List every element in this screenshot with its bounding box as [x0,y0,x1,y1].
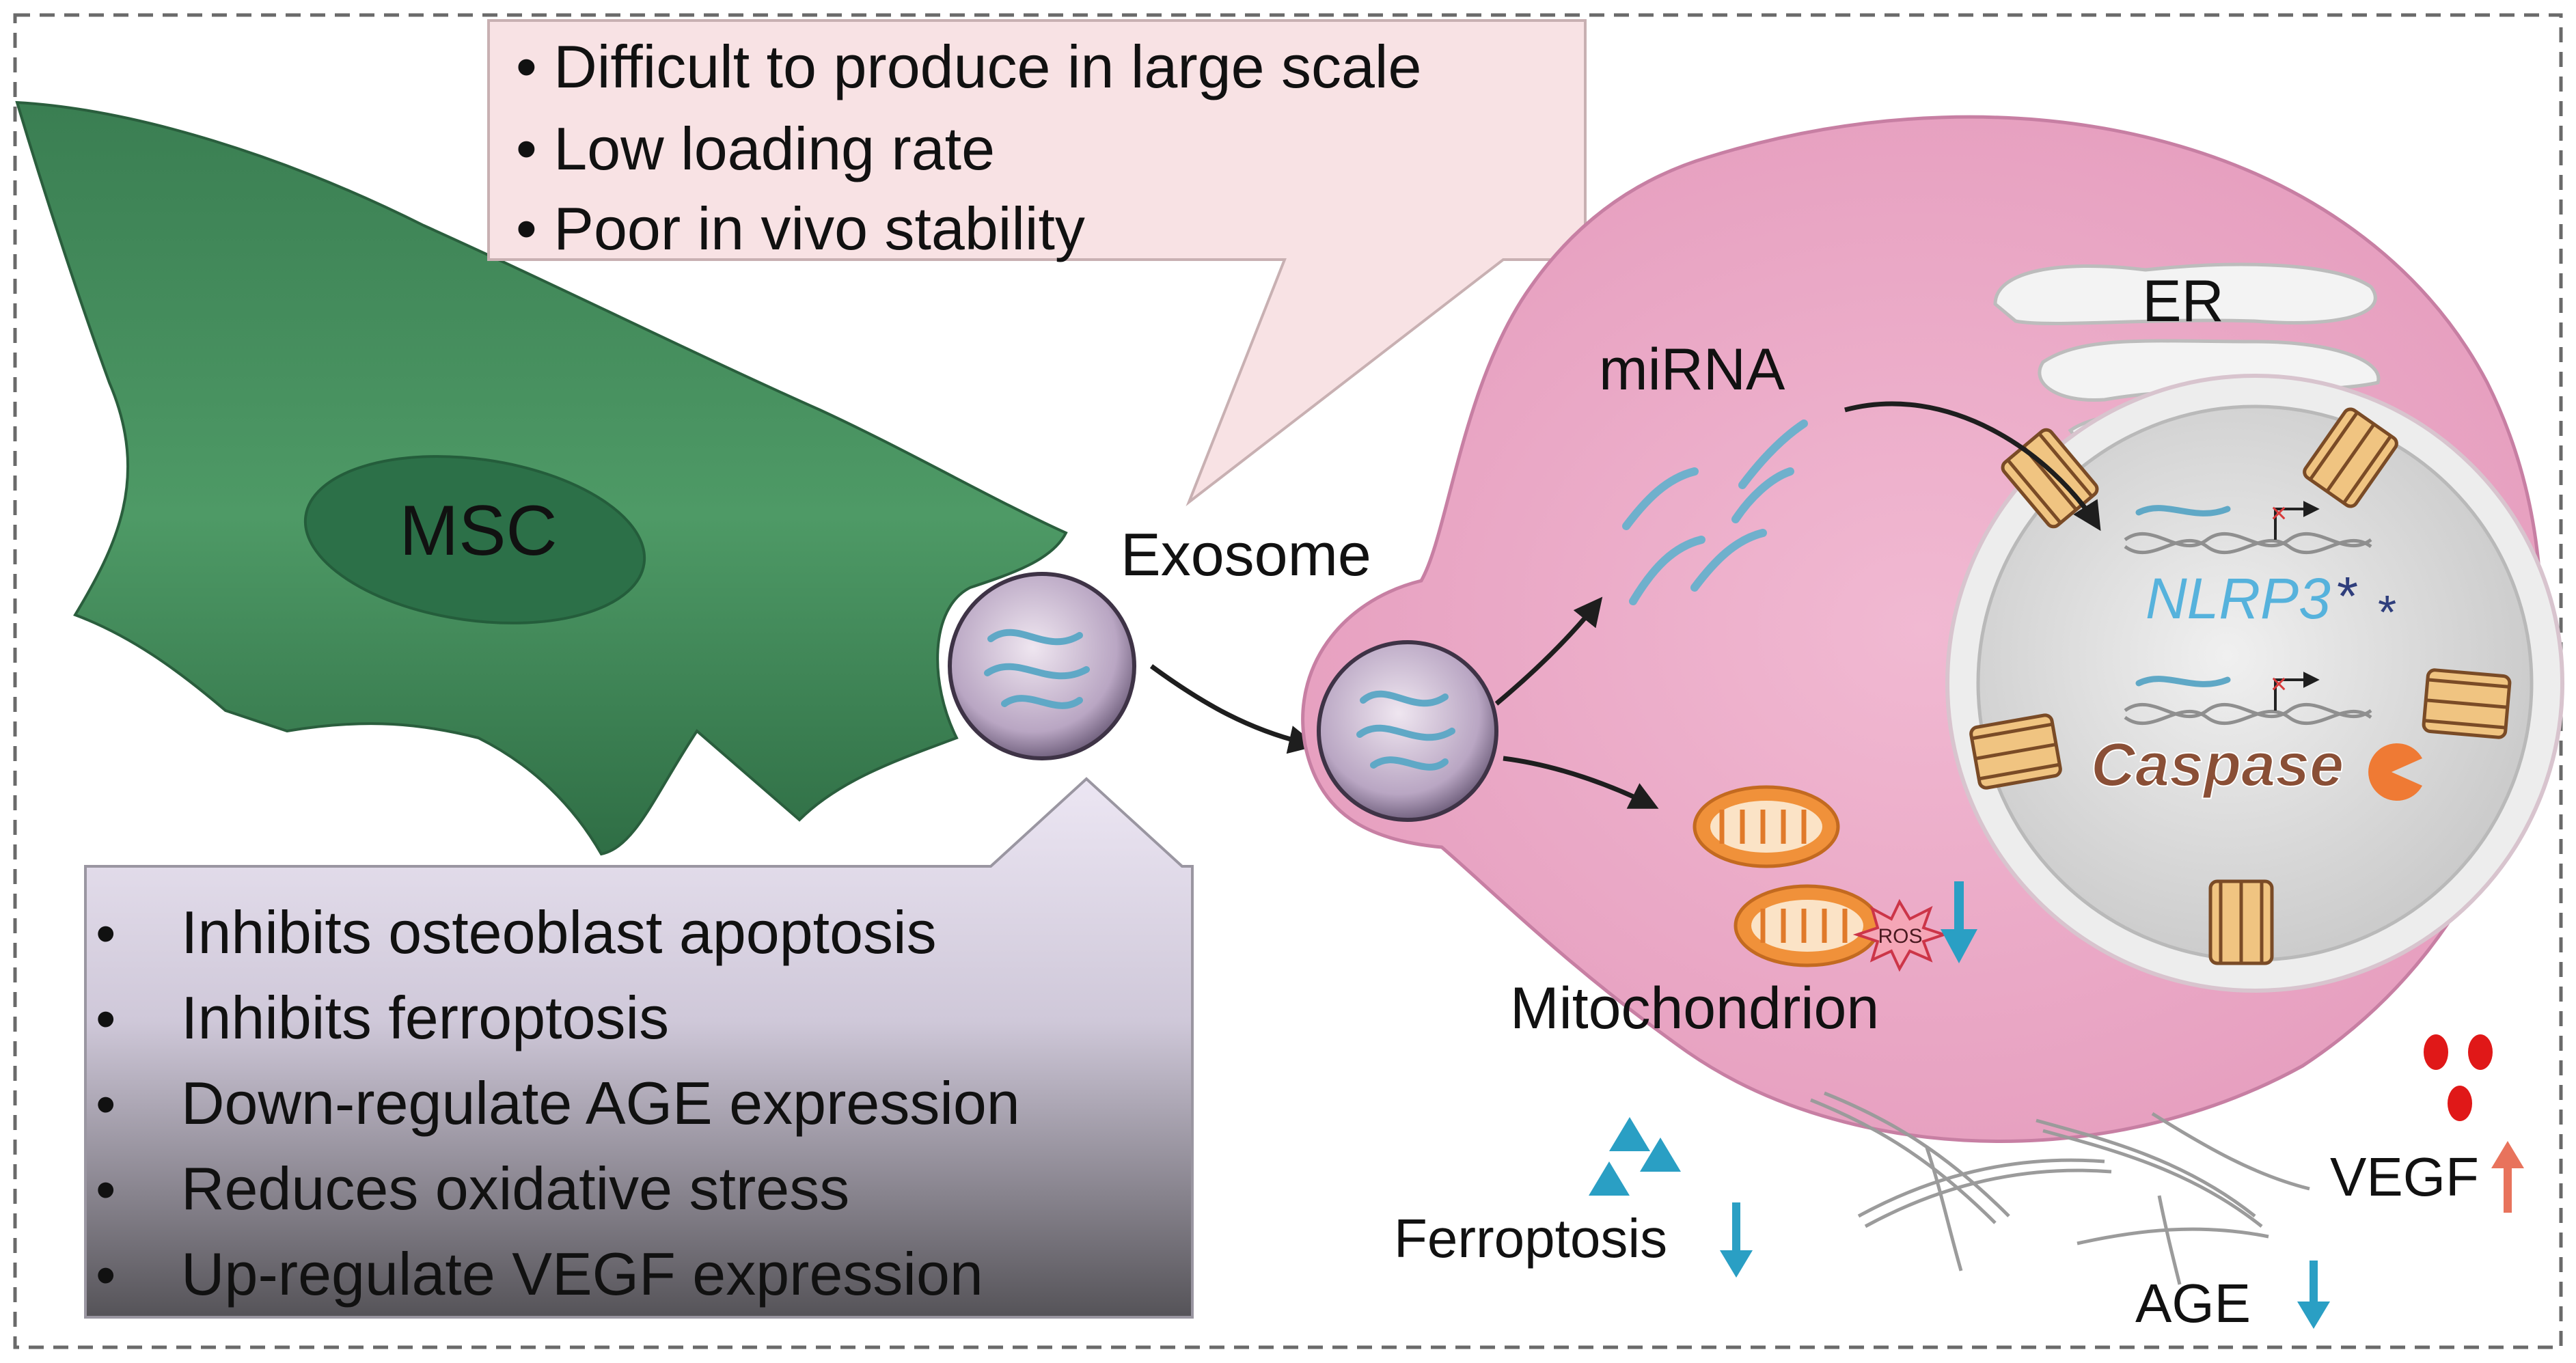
caspase-label: Caspase [2091,731,2344,799]
star-icon: * [2378,586,2396,639]
mirna-cluster [1622,419,1808,605]
ferroptosis-triangles [1589,1117,1681,1196]
exosome-vesicle-source [948,572,1136,760]
mitochondrion [1734,884,1881,967]
exosome-transfer-arrow [1149,664,1318,754]
ros-label: ROS [1878,925,1922,948]
exosome-vesicle-internalized [1317,640,1498,822]
benefit-bullet: • [96,1243,115,1307]
collagen-fiber-network [1810,1091,2310,1285]
er-label: ER [2142,269,2223,334]
mirna-to-nucleus-arrow [1844,401,2101,532]
limitation-item: • Low loading rate [516,115,995,182]
limitations-callout [487,19,1587,507]
msc-label: MSC [399,491,557,570]
benefit-bullet: • [96,987,115,1051]
mitochondrion-label: Mitochondrion [1510,976,1879,1041]
mirna-label: miRNA [1599,337,1785,402]
exosome-to-mitochondrion-arrow [1503,756,1659,809]
mirna-bound-caspase [2135,676,2231,687]
transcription-start-arrow [2274,501,2320,540]
vegf-label: VEGF [2330,1146,2479,1207]
age-label: AGE [2135,1273,2251,1334]
star-icon: * [2337,566,2358,627]
vegf-up-arrow-icon [2491,1141,2524,1213]
pacman-icon [2368,743,2422,801]
ferroptosis-down-arrow-icon [1720,1202,1753,1278]
benefit-item: Up-regulate VEGF expression [181,1240,983,1308]
mitochondrion [1693,785,1840,868]
benefits-callout [84,777,1194,1319]
benefit-item: Inhibits ferroptosis [181,984,669,1051]
mirna-bound-nlrp3 [2135,505,2231,517]
benefit-item: Down-regulate AGE expression [181,1069,1020,1137]
vegf-dots [2424,1034,2493,1121]
dna-caspase [2124,702,2372,726]
limitation-item: • Poor in vivo stability [516,195,1085,262]
msc-nucleus [303,455,646,624]
benefit-item: Reduces oxidative stress [181,1155,849,1222]
exosome-label: Exosome [1121,521,1371,588]
benefit-bullet: • [96,1072,115,1136]
exosome-to-mirna-arrow [1494,596,1603,706]
nuclear-pore-group [1969,407,2512,965]
limitation-item: • Difficult to produce in large scale [516,33,1421,100]
ros-burst-icon: ROS [1852,898,1949,972]
inhibition-cross: × [2271,497,2288,529]
ros-down-arrow-icon [1941,881,1977,963]
transcription-start-arrow [2274,672,2320,711]
age-down-arrow-icon [2297,1261,2330,1329]
ferroptosis-label: Ferroptosis [1394,1208,1667,1269]
inhibition-cross: × [2271,667,2288,700]
benefit-item: Inhibits osteoblast apoptosis [181,898,937,966]
nlrp3-label: NLRP3 [2146,566,2331,631]
benefits-list: • Inhibits osteoblast apoptosis • Inhibi… [96,898,1020,1308]
benefit-bullet: • [96,1157,115,1222]
dna-nlrp3 [2124,532,2372,555]
benefit-bullet: • [96,901,115,965]
